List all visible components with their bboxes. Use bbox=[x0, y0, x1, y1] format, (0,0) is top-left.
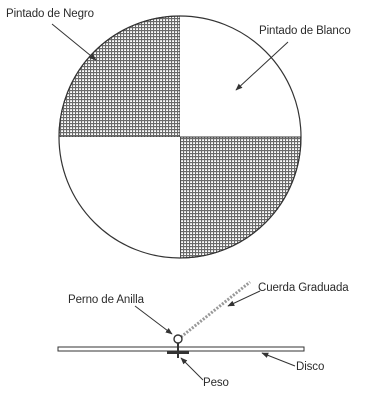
ring-bolt-eye bbox=[173, 334, 183, 344]
graduated-rope-label: Cuerda Graduada bbox=[258, 282, 349, 294]
weight-label-arrow bbox=[180, 357, 204, 381]
weight-label: Peso bbox=[203, 377, 229, 389]
ring-bolt-label-arrow bbox=[134, 305, 173, 335]
disk-side-view bbox=[57, 280, 305, 358]
disk-label: Disco bbox=[296, 361, 325, 373]
white-painted-label: Pintado de Blanco bbox=[259, 25, 351, 37]
weight-block bbox=[167, 351, 189, 354]
white-quadrant-bottom-left bbox=[59, 137, 180, 258]
rope-label-arrow bbox=[227, 290, 261, 307]
disk-side-plate bbox=[57, 346, 305, 352]
ring-bolt-label: Perno de Anilla bbox=[68, 294, 144, 306]
graduated-rope bbox=[180, 280, 251, 339]
black-painted-label: Pintado de Negro bbox=[6, 8, 94, 20]
black-quadrant-bottom-right bbox=[179, 136, 302, 259]
disk-top-view bbox=[58, 15, 302, 259]
black-label-arrow bbox=[51, 23, 97, 61]
black-quadrant-top-left bbox=[58, 15, 181, 138]
white-label-arrow bbox=[235, 41, 289, 91]
disk-outline bbox=[58, 15, 302, 259]
white-quadrant-top-right bbox=[180, 16, 301, 137]
disk-label-arrow bbox=[261, 352, 296, 367]
